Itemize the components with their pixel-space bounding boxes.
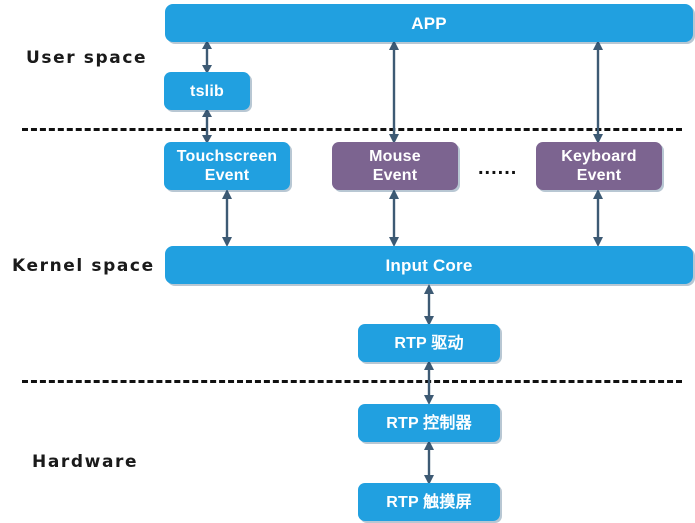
box-input-core-label: Input Core (385, 255, 473, 275)
box-keyboard-event[interactable]: Keyboard Event (536, 142, 662, 190)
box-mouse-event[interactable]: Mouse Event (332, 142, 458, 190)
kernel-hardware-separator (22, 380, 682, 383)
connector-keyboard-event-to-input-core (591, 189, 605, 247)
box-tslib[interactable]: tslib (164, 72, 250, 110)
region-label-user-space: User space (26, 48, 148, 68)
box-tslib-label: tslib (190, 82, 224, 100)
box-rtp-controller-label: RTP 控制器 (386, 414, 472, 432)
box-touchscreen-event[interactable]: Touchscreen Event (164, 142, 290, 190)
connector-mouse-event-to-input-core (387, 189, 401, 247)
connector-app-to-tslib (200, 40, 214, 74)
box-rtp-driver-label: RTP 驱动 (394, 334, 464, 352)
region-label-hardware: Hardware (32, 452, 139, 472)
connector-rtp-controller-to-rtp-touchpanel (422, 440, 436, 485)
user-kernel-separator (22, 128, 682, 131)
region-label-kernel-space: Kernel space (12, 256, 155, 276)
box-rtp-touchpanel-label: RTP 触摸屏 (386, 493, 472, 511)
box-rtp-touchpanel[interactable]: RTP 触摸屏 (358, 483, 500, 521)
connector-app-to-keyboard-event (591, 40, 605, 144)
connector-rtp-driver-to-rtp-controller (422, 360, 436, 405)
ellipsis-more-events: ...... (478, 157, 518, 179)
box-mouse-event-label: Mouse Event (369, 148, 421, 184)
box-app-label: APP (411, 13, 447, 33)
box-touchscreen-event-label: Touchscreen Event (176, 148, 278, 184)
box-rtp-controller[interactable]: RTP 控制器 (358, 404, 500, 442)
box-keyboard-event-label: Keyboard Event (561, 148, 637, 184)
box-input-core[interactable]: Input Core (165, 246, 693, 284)
connector-touchscreen-event-to-input-core (220, 189, 234, 247)
connector-tslib-to-touchscreen-event (200, 108, 214, 144)
connector-input-core-to-rtp-driver (422, 284, 436, 326)
box-app[interactable]: APP (165, 4, 693, 42)
box-rtp-driver[interactable]: RTP 驱动 (358, 324, 500, 362)
connector-app-to-mouse-event (387, 40, 401, 144)
